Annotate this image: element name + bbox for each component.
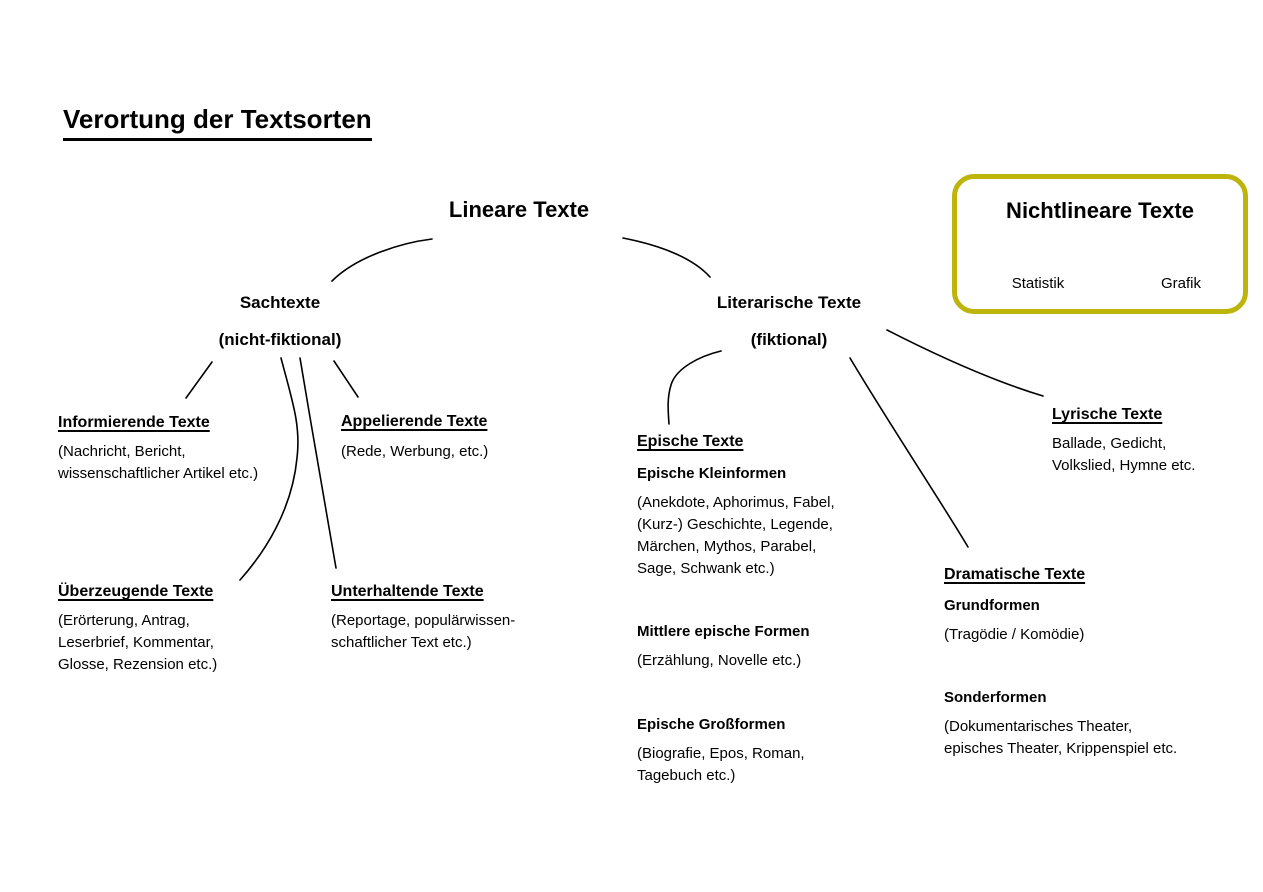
node-heading: Überzeugende Texte <box>58 583 214 600</box>
section-body-line: Sage, Schwank etc.) <box>637 560 775 577</box>
node-body-line: Ballade, Gedicht, <box>1052 435 1167 452</box>
node-heading: Lyrische Texte <box>1052 406 1163 423</box>
section-epische-grossformen: Epische Großformen (Biografie, Epos, Rom… <box>637 716 805 787</box>
node-body-line: (Erörterung, Antrag, <box>58 612 190 629</box>
node-statistik: Statistik <box>1011 275 1065 292</box>
section-subheading: Epische Großformen <box>637 716 786 733</box>
node-body-line: Leserbrief, Kommentar, <box>58 634 214 651</box>
section-body-line: (Tragödie / Komödie) <box>944 626 1085 643</box>
node-literarische-qualifier: (fiktional) <box>750 330 828 349</box>
edge-literarische-dramatische <box>849 357 969 548</box>
section-subheading: Mittlere epische Formen <box>637 623 810 640</box>
node-sachtexte-qualifier: (nicht-fiktional) <box>218 330 342 349</box>
edge-sachtexte-appelierende <box>333 360 359 398</box>
node-informierende-texte: Informierende Texte (Nachricht, Bericht,… <box>58 414 258 485</box>
section-body-line: episches Theater, Krippenspiel etc. <box>944 740 1178 757</box>
node-lineare-texte: Lineare Texte <box>448 197 590 222</box>
section-body-line: Märchen, Mythos, Parabel, <box>637 538 817 555</box>
node-appelierende-texte: Appelierende Texte (Rede, Werbung, etc.) <box>341 413 488 463</box>
node-epische-texte: Epische Texte Epische Kleinformen (Anekd… <box>637 433 835 784</box>
node-literarische-texte: Literarische Texte <box>716 293 862 312</box>
node-body-line: (Rede, Werbung, etc.) <box>341 443 489 460</box>
section-body-line: (Erzählung, Novelle etc.) <box>637 652 802 669</box>
edge-literarische-lyrische <box>886 329 1044 397</box>
section-subheading: Sonderformen <box>944 689 1047 706</box>
section-subheading: Epische Kleinformen <box>637 465 787 482</box>
section-sonderformen: Sonderformen (Dokumentarisches Theater, … <box>944 689 1177 760</box>
section-body-line: (Kurz-) Geschichte, Legende, <box>637 516 833 533</box>
node-body-line: schaftlicher Text etc.) <box>331 634 472 651</box>
node-body-line: wissenschaftlicher Artikel etc.) <box>58 465 259 482</box>
node-dramatische-texte: Dramatische Texte Grundformen (Tragödie … <box>944 566 1177 757</box>
node-heading: Appelierende Texte <box>341 413 488 430</box>
edge-sachtexte-informierende <box>185 361 213 399</box>
node-body-line: Volkslied, Hymne etc. <box>1052 457 1196 474</box>
node-heading: Epische Texte <box>637 433 744 450</box>
node-body-line: Glosse, Rezension etc.) <box>58 656 218 673</box>
page-title: Verortung der Textsorten <box>63 104 372 141</box>
section-subheading: Grundformen <box>944 597 1040 614</box>
node-heading: Dramatische Texte <box>944 566 1086 583</box>
node-ueberzeugende-texte: Überzeugende Texte (Erörterung, Antrag, … <box>58 583 217 676</box>
node-heading: Unterhaltende Texte <box>331 583 484 600</box>
node-body-line: (Nachricht, Bericht, <box>58 443 186 460</box>
node-grafik: Grafik <box>1160 275 1202 292</box>
section-epische-kleinformen: Epische Kleinformen (Anekdote, Aphorimus… <box>637 465 835 580</box>
nonlinear-box: Nichtlineare Texte Statistik Grafik <box>952 174 1248 314</box>
node-sachtexte: Sachtexte <box>239 293 321 312</box>
node-body-line: (Reportage, populärwissen- <box>331 612 516 629</box>
edge-linear-sachtexte <box>331 238 433 282</box>
edge-linear-literarische <box>622 237 711 278</box>
section-mittlere-epische-formen: Mittlere epische Formen (Erzählung, Nove… <box>637 623 810 672</box>
node-nichtlineare-texte: Nichtlineare Texte <box>1006 198 1194 223</box>
edge-literarische-epische <box>667 350 722 425</box>
section-body-line: (Biografie, Epos, Roman, <box>637 745 805 762</box>
section-body-line: (Dokumentarisches Theater, <box>944 718 1133 735</box>
section-body-line: Tagebuch etc.) <box>637 767 736 784</box>
section-grundformen: Grundformen (Tragödie / Komödie) <box>944 597 1084 646</box>
section-body-line: (Anekdote, Aphorimus, Fabel, <box>637 494 835 511</box>
node-unterhaltende-texte: Unterhaltende Texte (Reportage, populärw… <box>331 583 515 654</box>
node-heading: Informierende Texte <box>58 414 210 431</box>
node-lyrische-texte: Lyrische Texte Ballade, Gedicht, Volksli… <box>1052 406 1195 477</box>
edge-sachtexte-unterhaltende <box>299 357 337 569</box>
